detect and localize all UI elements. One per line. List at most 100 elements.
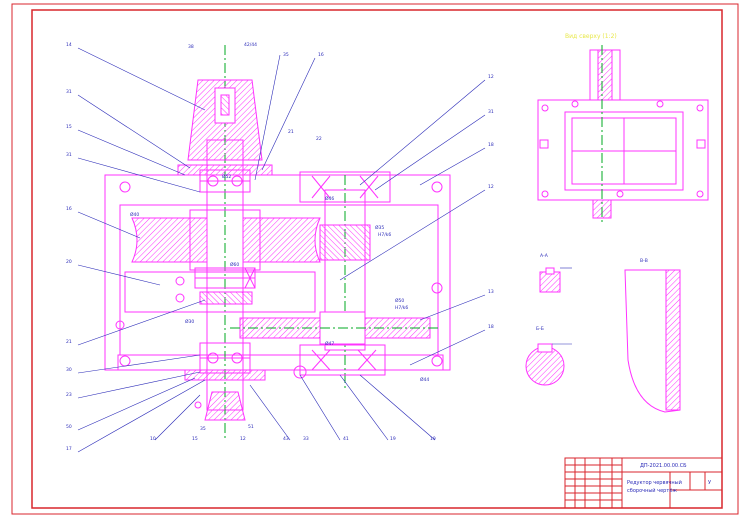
callout-left-7: 21 [66,339,72,345]
bearing-ball [231,175,243,187]
title-block: ДП-2021.00.00.СБ Редуктор червячный сбор… [564,457,723,509]
callout-bottom-8: 19 [390,436,396,442]
leader-lines [77,47,486,453]
title-block-designation: ДП-2021.00.00.СБ [640,463,687,469]
lower-bearing-block [199,291,253,305]
top-view: Вид сверху (1:2) [537,33,709,225]
side-lug [696,139,706,149]
lower-cap [184,369,266,381]
bearing-cross [311,175,331,199]
callout-top-4: 16 [318,52,324,58]
housing-base [117,354,444,371]
coupling-bolt [194,401,202,409]
svg-text:Ø35: Ø35 [375,224,384,231]
sheet-outer-border [11,3,739,515]
top-view-cover [564,111,684,191]
callout-bottom-7: 51 [248,424,254,430]
boss-hole [431,355,443,367]
callout-right-1: 12 [488,74,494,80]
boss-hole [119,355,131,367]
callout-left-2: 31 [66,89,72,95]
worm-thread [319,224,371,261]
boss-hole [175,276,185,286]
top-view-coupling-inner [597,49,613,101]
bearing-cross [359,175,379,199]
callout-right-6: 18 [488,324,494,330]
section-c: В-В [624,258,681,413]
section-a-a: А-А [539,253,572,293]
top-bolt [616,190,624,198]
bearing-cross [244,267,256,289]
callout-left-4: 31 [66,152,72,158]
worm-wheel [131,217,208,263]
title-block-name-2: сборочный чертёж [627,487,677,494]
top-bolt [541,104,549,112]
side-lug [539,139,549,149]
worm-wheel-right [242,217,321,263]
sheet-inner-frame [31,9,723,509]
callout-left-1: 14 [66,42,72,48]
section-b-circle [525,346,565,386]
section-b-key [537,343,553,353]
callout-bottom-9: 35 [200,426,206,432]
callout-top-1: 38 [188,44,194,50]
svg-text:Ø50: Ø50 [395,297,404,304]
top-bolt [656,100,664,108]
svg-text:Ø44: Ø44 [420,376,429,383]
top-bolt [571,100,579,108]
callout-top-6: 22 [316,136,322,142]
section-a-body [539,271,561,293]
callout-bottom-5: 33 [303,436,309,442]
bottom-coupling [204,391,246,421]
callout-top-3: 35 [283,52,289,58]
upper-cap [177,164,273,176]
callout-top-5: 21 [288,129,294,135]
section-c-profile [624,269,681,413]
title-block-name: Редуктор червячный [627,479,682,486]
svg-text:Ø30: Ø30 [185,318,194,325]
top-view-body [537,99,709,201]
boss-hole [431,181,443,193]
callout-right-3: 18 [488,142,494,148]
svg-text:Ø46: Ø46 [325,195,334,202]
top-bolt [541,190,549,198]
section-a-a-label: А-А [540,253,549,259]
top-bolt [696,190,704,198]
main-section-view [104,45,451,440]
callout-left-9: 23 [66,392,72,398]
callout-right-5: 13 [488,289,494,295]
callout-top-2: 42/44 [244,42,257,48]
callout-left-3: 15 [66,124,72,130]
bearing-ball [207,352,219,364]
bearing-ball [231,352,243,364]
bearing-cross [311,349,331,371]
callout-bottom-1: 10 [150,436,156,442]
top-view-title: Вид сверху (1:2) [565,33,617,40]
callout-bottom-4: 43 [283,436,289,442]
coupling-key [220,94,230,116]
boss-hole [119,181,131,193]
callout-right-7: 19 [430,436,436,442]
svg-text:Ø60: Ø60 [230,261,239,268]
callout-left-10: 50 [66,424,72,430]
callout-bottom-2: 15 [192,436,198,442]
svg-text:Ø40: Ø40 [130,211,139,218]
section-b-b: Б-Б [525,326,572,386]
callout-bottom-3: 12 [240,436,246,442]
title-block-frame [564,457,723,509]
seal-ring [293,365,307,379]
lower-flange [124,271,316,313]
svg-text:H7/k6: H7/k6 [395,305,408,311]
callout-right-4: 12 [488,184,494,190]
callout-left-6: 20 [66,259,72,265]
section-b-b-label: Б-Б [536,326,544,332]
right-lower-bearing [299,344,386,376]
right-upper-bearing [299,171,391,203]
title-block-letter: У [708,480,711,486]
boss-hole [431,282,443,294]
svg-text:Ø47: Ø47 [325,340,334,347]
boss-hole [175,293,185,303]
callout-left-11: 17 [66,446,72,452]
svg-text:Ø52: Ø52 [222,173,231,180]
